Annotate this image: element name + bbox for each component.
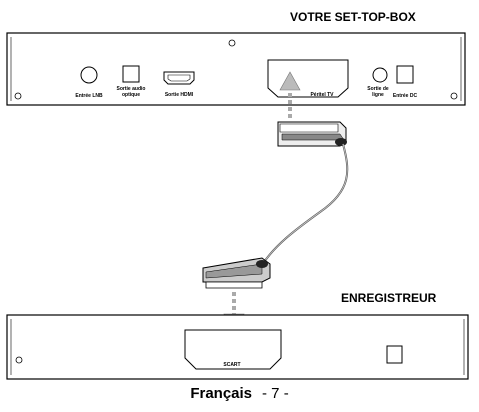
- screw-hole-icon: [450, 92, 458, 100]
- lnb-connector-icon: [80, 66, 98, 84]
- dc-input-port-icon: [396, 65, 414, 84]
- line-out-connector-icon: [372, 67, 388, 83]
- scart-plug-bottom-icon: [202, 257, 271, 289]
- screw-hole-icon: [14, 92, 22, 100]
- set-top-box-panel: Entrée LNB Sortie audio optique Sortie H…: [6, 32, 466, 106]
- label-scart: SCART: [223, 362, 240, 368]
- label-hdmi: Sortie HDMI: [165, 92, 194, 98]
- arrow-up-icon: [279, 71, 301, 118]
- label-audio-1: Sortie audio: [117, 86, 146, 92]
- optical-audio-port-icon: [122, 65, 140, 83]
- recorder-panel: SCART: [6, 314, 469, 380]
- peritel-tv-port-icon: [267, 59, 349, 98]
- page-footer: Français - 7 -: [0, 385, 479, 402]
- screw-hole-icon: [15, 356, 23, 364]
- label-lnb: Entrée LNB: [75, 93, 103, 99]
- footer-page-number: - 7 -: [262, 385, 289, 402]
- footer-language: Français: [190, 385, 253, 402]
- label-ligne-2: ligne: [372, 92, 384, 98]
- recorder-power-port-icon: [386, 345, 403, 364]
- scart-cable: [261, 143, 349, 266]
- label-dc: Entrée DC: [393, 93, 418, 99]
- ground-screw-icon: [228, 39, 236, 47]
- stb-title: VOTRE SET-TOP-BOX: [290, 10, 416, 24]
- label-audio-2: optique: [122, 92, 140, 98]
- recorder-title: ENREGISTREUR: [341, 291, 437, 305]
- scart-plug-top-icon: [277, 121, 347, 147]
- hdmi-port-icon: [163, 71, 195, 85]
- label-peritel: Péritel TV: [310, 92, 334, 98]
- label-ligne-1: Sortie de: [367, 86, 389, 92]
- recorder-scart-port-icon: [184, 329, 282, 370]
